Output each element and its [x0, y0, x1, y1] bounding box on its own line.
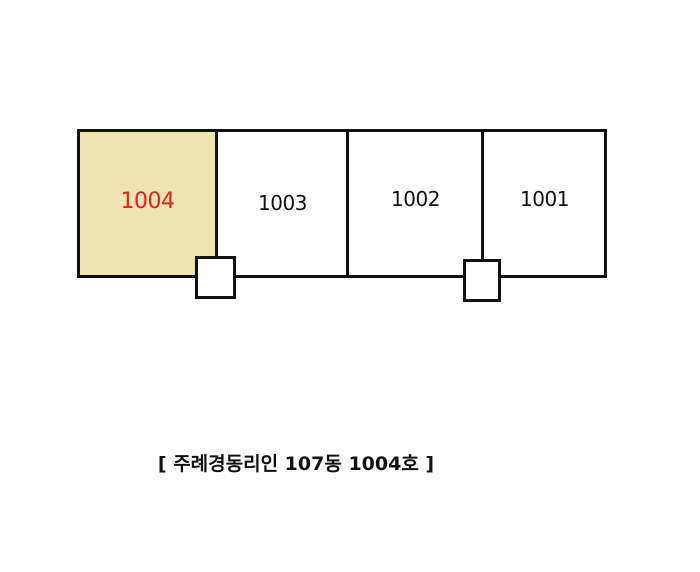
unit-number-label: 1004: [120, 189, 176, 214]
unit-1002[interactable]: 1002: [349, 131, 482, 277]
unit-1001[interactable]: 1001: [484, 131, 605, 277]
stair-core-box: [195, 256, 236, 299]
stair-core-box: [463, 259, 501, 302]
unit-number-label: 1002: [391, 187, 440, 211]
unit-1003[interactable]: 1003: [218, 131, 347, 277]
partition-wall: [346, 129, 349, 278]
outer-wall-right: [604, 129, 607, 278]
partition-wall: [481, 129, 484, 278]
outer-wall-left: [77, 129, 80, 278]
outer-wall-top: [77, 129, 607, 132]
unit-number-label: 1003: [258, 191, 307, 215]
location-caption: [ 주례경동리인 107동 1004호 ]: [157, 453, 435, 475]
unit-1004[interactable]: 1004: [80, 131, 215, 277]
unit-number-label: 1001: [520, 187, 569, 211]
partition-wall: [215, 129, 218, 278]
outer-wall-bottom: [77, 275, 607, 278]
